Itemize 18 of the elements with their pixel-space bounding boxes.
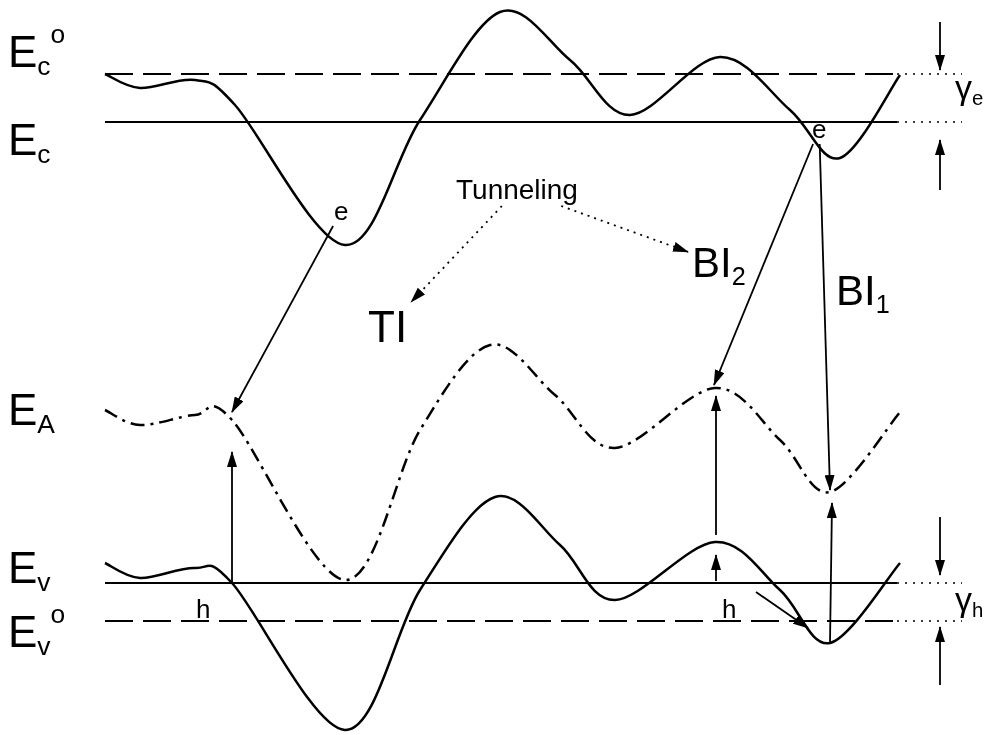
electron-label: e <box>812 116 827 142</box>
electron-label: e <box>334 198 349 224</box>
transition-arrow <box>818 143 835 491</box>
axis-label: E$_{c}$ <box>8 118 51 162</box>
transition-label: BI$_{2}$ <box>692 242 746 284</box>
axis-label: E$_{A}$ <box>8 388 55 432</box>
axis-label: E$_{v}$ <box>8 546 51 590</box>
hole-label: h <box>196 596 211 622</box>
transition-arrow <box>713 143 814 386</box>
dotted-arrow <box>560 205 689 253</box>
dimension-label: γ$_{h}$ <box>955 582 984 616</box>
annotation-text: Tunneling <box>456 176 578 204</box>
transition-label: TI <box>368 305 408 349</box>
hole-label: h <box>722 596 737 622</box>
transition-label: BI$_{1}$ <box>836 270 890 312</box>
dimension-label: γ$_{e}$ <box>955 70 984 104</box>
dotted-arrow <box>410 205 503 303</box>
transition-arrow <box>231 225 334 413</box>
